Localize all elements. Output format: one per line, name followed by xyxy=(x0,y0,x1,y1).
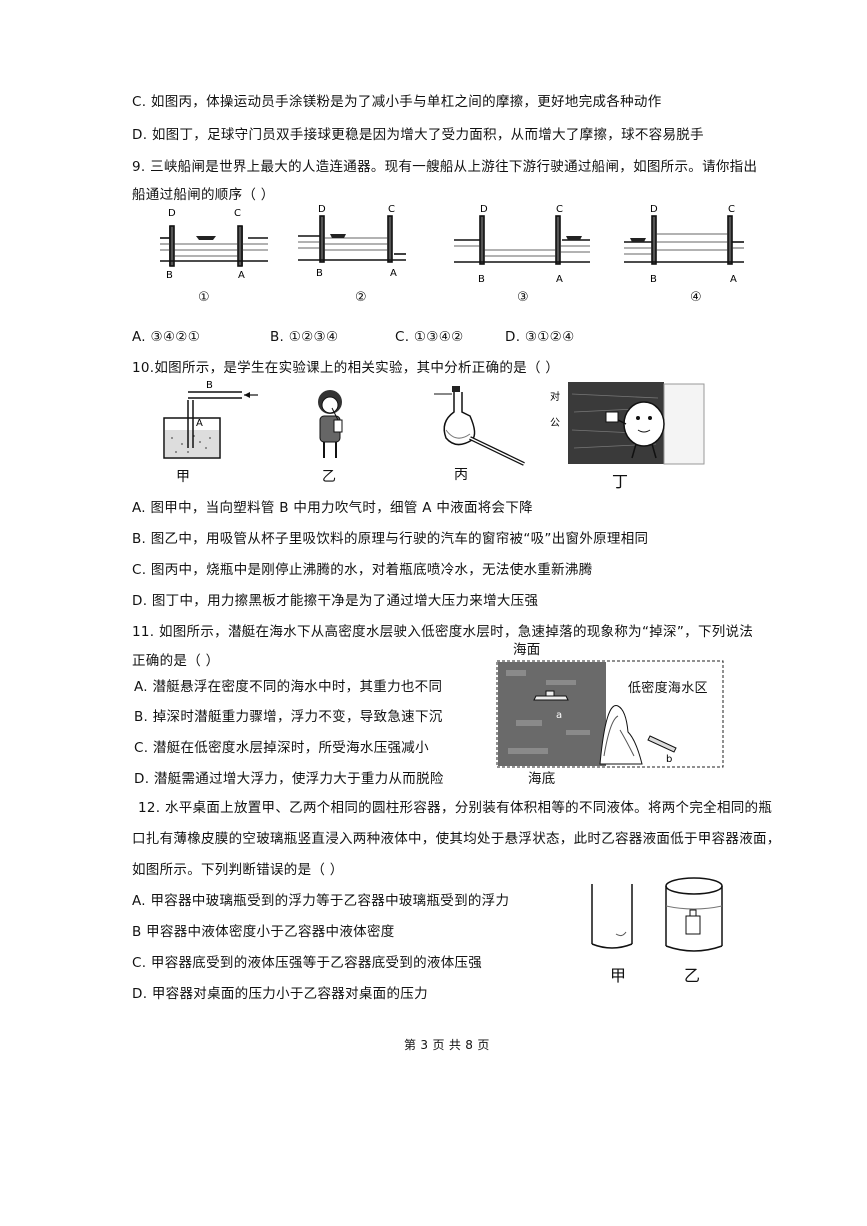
q9-stem-line1: 9. 三峡船闸是世界上最大的人造连通器。现有一艘船从上游往下游行驶通过船闸，如图… xyxy=(132,159,758,175)
fig10-caption-bing: 丙 xyxy=(454,467,468,483)
valve-label-a: A xyxy=(390,268,397,279)
q10-stem: 10.如图所示，是学生在实验课上的相关实验，其中分析正确的是（ ） xyxy=(132,360,560,376)
fig12-caption-yi: 乙 xyxy=(684,966,701,985)
q12-option-a: A. 甲容器中玻璃瓶受到的浮力等于乙容器中玻璃瓶受到的浮力 xyxy=(132,893,510,909)
lock-figure-4: D C B A xyxy=(624,204,744,284)
q9-option-c: C. ①③④② xyxy=(395,329,464,345)
fig11-label-seabed: 海底 xyxy=(528,771,556,787)
valve-label-b: B xyxy=(478,274,485,284)
valve-label-b: B xyxy=(650,274,657,284)
gate-label-c: C xyxy=(234,208,241,219)
q12-stem-line3: 如图所示。下列判断错误的是（ ） xyxy=(132,862,344,878)
q11-stem-line2: 正确的是（ ） xyxy=(132,653,220,669)
lock-caption-4: ④ xyxy=(690,290,702,305)
q10-option-d: D. 图丁中，用力擦黑板才能擦干净是为了通过增大压力来增大压强 xyxy=(132,593,539,609)
q9-option-d: D. ③①②④ xyxy=(505,329,575,345)
valve-label-a: A xyxy=(238,270,245,280)
lock-caption-1: ① xyxy=(198,290,210,305)
q11-stem-line1: 11. 如图所示，潜艇在海水下从高密度水层驶入低密度水层时，急速掉落的现象称为“… xyxy=(132,624,754,640)
q8-option-c: C. 如图丙，体操运动员手涂镁粉是为了减小手与单杠之间的摩擦，更好地完成各种动作 xyxy=(132,94,662,110)
q12-stem-line2: 口扎有薄橡皮膜的空玻璃瓶竖直浸入两种液体中，使其均处于悬浮状态，此时乙容器液面低… xyxy=(132,831,781,847)
q9-option-a: A. ③④②① xyxy=(132,329,201,345)
fig12-caption-jia: 甲 xyxy=(610,966,627,985)
tube-label-a: A xyxy=(196,418,203,429)
fig10-jia-blow-tube: B A xyxy=(163,380,258,459)
fig11-label-low-density-region: 低密度海水区 xyxy=(628,681,708,696)
fig10-ding-blackboard: 对 公 xyxy=(550,382,705,465)
fig11-label-surface: 海面 xyxy=(513,642,541,658)
gate-label-d: D xyxy=(480,204,488,215)
page-footer: 第 3 页 共 8 页 xyxy=(404,1038,490,1052)
gate-label-d: D xyxy=(318,204,326,215)
fig10-caption-yi: 乙 xyxy=(322,469,336,485)
q10-option-c: C. 图丙中，烧瓶中是刚停止沸腾的水，对着瓶底喷冷水，无法使水重新沸腾 xyxy=(132,562,593,578)
submarine-mark-a: a xyxy=(556,710,562,721)
lock-caption-3: ③ xyxy=(517,290,529,305)
fig10-yi-girl-drinking xyxy=(318,390,343,458)
valve-label-a: A xyxy=(730,274,737,284)
lock-figure-1: D C B A xyxy=(160,208,268,280)
gate-label-d: D xyxy=(168,208,176,219)
gate-label-c: C xyxy=(556,204,563,215)
valve-label-b: B xyxy=(316,268,323,279)
valve-label-a: A xyxy=(556,274,563,284)
fig10-bing-flask xyxy=(434,386,525,466)
gate-label-c: C xyxy=(728,204,735,215)
q9-option-b: B. ①②③④ xyxy=(270,329,339,345)
lock-caption-2: ② xyxy=(355,290,367,305)
tube-label-b: B xyxy=(206,380,213,391)
q11-option-c: C. 潜艇在低密度水层掉深时，所受海水压强减小 xyxy=(134,740,429,756)
q12-stem-line1: 12. 水平桌面上放置甲、乙两个相同的圆柱形容器，分别装有体积相等的不同液体。将… xyxy=(138,800,773,816)
fig10-caption-ding: 丁 xyxy=(612,472,629,491)
fig12-containers xyxy=(591,877,723,952)
fig10-caption-jia: 甲 xyxy=(176,469,190,485)
lock-figure-2: D C B A xyxy=(298,204,406,279)
gate-label-d: D xyxy=(650,204,658,215)
q10-option-a: A. 图甲中，当向塑料管 B 中用力吹气时，细管 A 中液面将会下降 xyxy=(132,500,533,516)
q8-option-d: D. 如图丁，足球守门员双手接球更稳是因为增大了受力面积，从而增大了摩擦，球不容… xyxy=(132,127,704,143)
valve-label-b: B xyxy=(166,270,173,280)
q10-option-b: B. 图乙中，用吸管从杯子里吸饮料的原理与行驶的汽车的窗帘被“吸”出窗外原理相同 xyxy=(132,531,649,547)
fig11-submarine-diagram: a b xyxy=(496,660,724,768)
q11-option-a: A. 潜艇悬浮在密度不同的海水中时，其重力也不同 xyxy=(134,679,443,695)
q12-option-d: D. 甲容器对桌面的压力小于乙容器对桌面的压力 xyxy=(132,986,428,1002)
svg-text:对: 对 xyxy=(550,390,560,403)
lock-figure-3: D C B A xyxy=(454,204,590,284)
svg-text:公: 公 xyxy=(550,418,560,429)
q12-option-b: B 甲容器中液体密度小于乙容器中液体密度 xyxy=(132,924,395,940)
gate-label-c: C xyxy=(388,204,395,215)
q11-option-b: B. 掉深时潜艇重力骤增，浮力不变，导致急速下沉 xyxy=(134,709,443,725)
q11-option-d: D. 潜艇需通过增大浮力，使浮力大于重力从而脱险 xyxy=(134,771,444,787)
q9-stem-line2: 船通过船闸的顺序（ ） xyxy=(132,187,275,203)
submarine-mark-b: b xyxy=(666,754,672,765)
q12-option-c: C. 甲容器底受到的液体压强等于乙容器底受到的液体压强 xyxy=(132,955,483,971)
